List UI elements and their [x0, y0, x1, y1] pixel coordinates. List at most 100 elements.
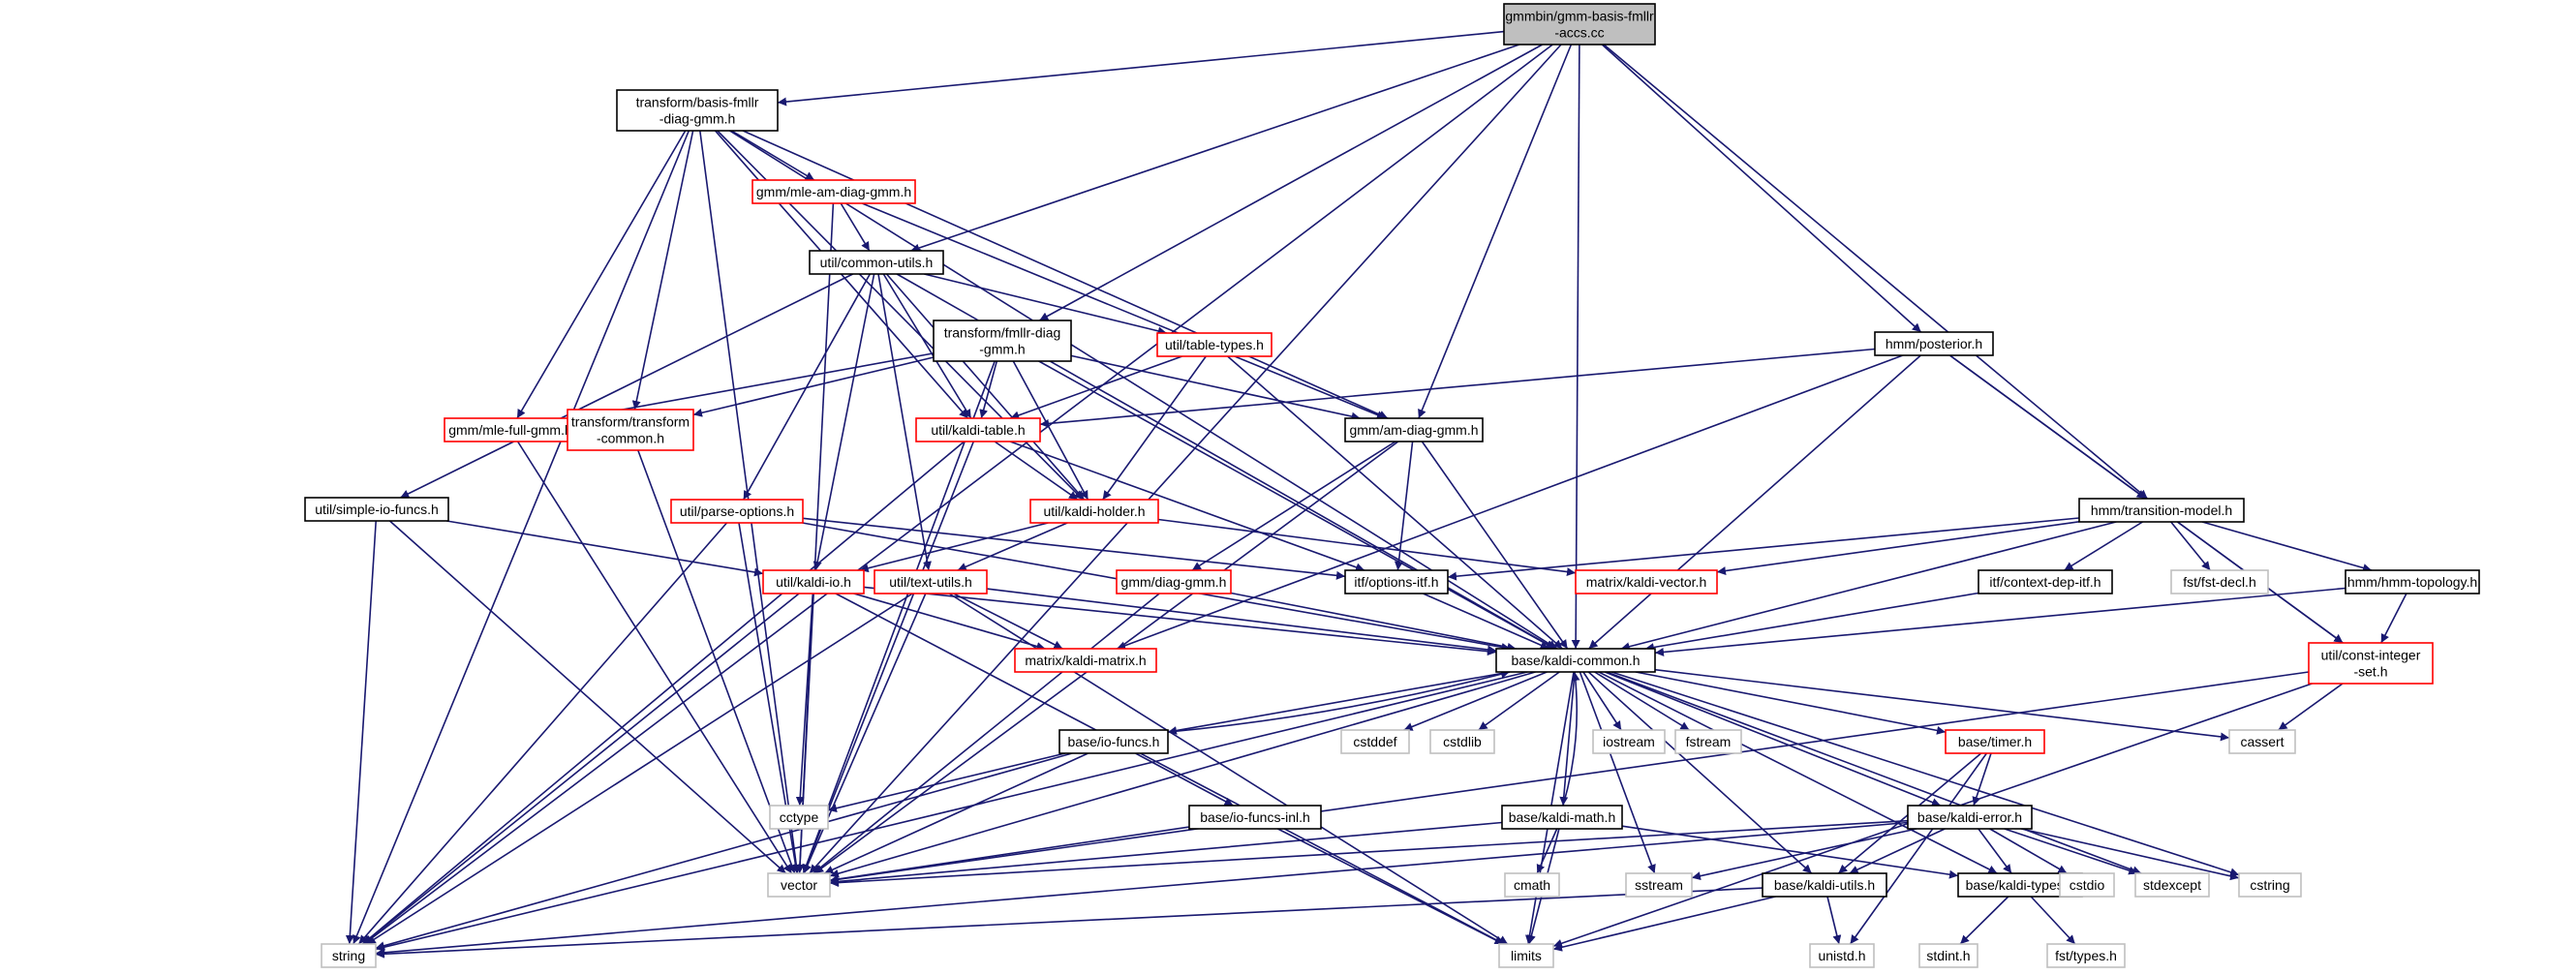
node-label: -gmm.h [979, 342, 1025, 357]
node-label: util/parse-options.h [680, 503, 794, 519]
node-constint[interactable]: util/const-integer-set.h [2308, 642, 2434, 685]
node-diaggmm[interactable]: gmm/diag-gmm.h [1116, 569, 1232, 594]
node-amdiag[interactable]: gmm/am-diag-gmm.h [1344, 417, 1484, 442]
node-transmodel[interactable]: hmm/transition-model.h [2078, 498, 2245, 523]
edge-kaldiutils-to-limits [1552, 896, 1776, 952]
node-sstream: sstream [1625, 872, 1693, 898]
node-textutils[interactable]: util/text-utils.h [874, 569, 988, 594]
node-iofuncs[interactable]: base/io-funcs.h [1058, 729, 1169, 754]
node-iofuncsinl[interactable]: base/io-funcs-inl.h [1188, 805, 1322, 830]
node-label: util/kaldi-table.h [931, 422, 1025, 438]
edge-iofuncs-to-kaldicommon [1167, 669, 1511, 733]
node-box [2238, 872, 2302, 898]
edge-kaldimath-to-vector [829, 821, 1503, 886]
edge-parseopts-to-string [357, 522, 728, 945]
edge-gmmbin-to-commonutils [910, 44, 1520, 253]
edge-timer-to-kaldierror [1972, 752, 1992, 807]
edge-kaldicommon-to-cassert [1654, 668, 2230, 742]
edge-posterior-to-kaldicommon [1588, 354, 1921, 650]
node-box [1188, 805, 1322, 830]
edge-kaldierror-to-cstring [2020, 828, 2240, 881]
node-timer[interactable]: base/timer.h [1945, 729, 2045, 754]
node-box [2345, 569, 2480, 594]
node-label: -common.h [597, 431, 664, 446]
node-kaldicommon[interactable]: base/kaldi-common.h [1495, 648, 1656, 673]
node-label: gmm/mle-am-diag-gmm.h [756, 184, 911, 199]
node-box [769, 805, 829, 830]
node-box [1625, 872, 1693, 898]
edge-optionsitf-to-kaldicommon [1423, 593, 1549, 650]
edge-fmllr-to-transcommon [692, 356, 935, 417]
node-box [1674, 729, 1742, 754]
node-string: string [321, 943, 377, 968]
edge-kaldierror-to-cstdio [1989, 828, 2068, 874]
node-box [1029, 499, 1159, 524]
edge-basis-to-string [353, 130, 690, 945]
node-tabletypes[interactable]: util/table-types.h [1156, 332, 1273, 357]
node-kaldiio[interactable]: util/kaldi-io.h [762, 569, 865, 594]
node-box [1874, 331, 1994, 356]
edge-basis-to-mlefull [516, 130, 687, 419]
node-cassert: cassert [2228, 729, 2296, 754]
node-optionsitf[interactable]: itf/options-itf.h [1344, 569, 1449, 594]
edge-posterior-to-kaldimatrix [1116, 354, 1904, 651]
node-box [874, 569, 988, 594]
node-label: matrix/kaldi-matrix.h [1025, 653, 1146, 668]
node-contextdep[interactable]: itf/context-dep-itf.h [1978, 569, 2113, 594]
node-box [1945, 729, 2045, 754]
edge-kaldiholder-to-textutils [957, 522, 1068, 571]
edge-tabletypes-to-kaldiholder [1102, 355, 1207, 501]
edge-commonutils-to-tabletypes [924, 273, 1167, 336]
edge-kaldicommon-to-cstddef [1403, 671, 1548, 731]
node-kaldierror[interactable]: base/kaldi-error.h [1907, 805, 2033, 830]
node-label: hmm/posterior.h [1886, 336, 1982, 351]
node-transcommon[interactable]: transform/transform-common.h [567, 409, 694, 451]
edge-kaldicommon-to-fstream [1594, 671, 1690, 731]
edge-kaldierror-to-string [375, 821, 1909, 958]
edge-iofuncs-to-cctype [827, 752, 1066, 813]
edge-kaldiutils-to-unistd [1826, 896, 1842, 945]
node-unistd: unistd.h [1809, 943, 1875, 968]
node-label: cstddef [1353, 734, 1396, 749]
edge-fmllr-to-kaldiholder [1012, 360, 1089, 501]
node-kaldimatrix[interactable]: matrix/kaldi-matrix.h [1014, 648, 1157, 673]
node-simpleio[interactable]: util/simple-io-funcs.h [304, 497, 449, 522]
node-hmmtopo[interactable]: hmm/hmm-topology.h [2345, 569, 2480, 594]
edge-contextdep-to-kaldicommon [1644, 592, 1979, 652]
node-kaldiholder[interactable]: util/kaldi-holder.h [1029, 499, 1159, 524]
node-posterior[interactable]: hmm/posterior.h [1874, 331, 1994, 356]
edge-textutils-to-kaldimatrix [953, 593, 1063, 650]
edge-transmodel-to-fstdecl [2170, 521, 2211, 571]
edge-gmmbin-to-transmodel [1603, 44, 2149, 500]
edge-amdiag-to-optionsitf [1394, 441, 1414, 571]
edge-kalditypes-to-stdint [1959, 896, 2009, 945]
edge-kaldimath-to-kaldicommon [1562, 671, 1580, 807]
node-commonutils[interactable]: util/common-utils.h [809, 250, 944, 275]
node-kaldiutils[interactable]: base/kaldi-utils.h [1762, 872, 1887, 898]
edge-kaldimath-to-kalditypes [1621, 825, 1959, 879]
node-label: cctype [780, 809, 819, 825]
node-label: util/simple-io-funcs.h [315, 502, 439, 517]
edge-kaldiholder-to-kaldivector [1157, 518, 1577, 577]
node-label: gmmbin/gmm-basis-fmllr [1505, 9, 1654, 24]
node-mlefull[interactable]: gmm/mle-full-gmm.h [444, 417, 577, 442]
node-fstream: fstream [1674, 729, 1742, 754]
node-label: util/const-integer [2321, 648, 2421, 663]
node-gmmbin[interactable]: gmmbin/gmm-basis-fmllr-accs.cc [1503, 3, 1656, 46]
edge-basis-to-transcommon [631, 130, 694, 411]
node-kalditable[interactable]: util/kaldi-table.h [915, 417, 1041, 442]
node-parseopts[interactable]: util/parse-options.h [670, 499, 804, 524]
edge-iofuncs-to-vector [824, 752, 1089, 874]
edge-kaldierror-to-stdexcept [2004, 828, 2138, 875]
node-box [2228, 729, 2296, 754]
edge-fmllr-to-amdiag [1070, 354, 1361, 421]
node-mleam[interactable]: gmm/mle-am-diag-gmm.h [751, 179, 916, 204]
node-kaldivector[interactable]: matrix/kaldi-vector.h [1575, 569, 1718, 594]
node-basis[interactable]: transform/basis-fmllr-diag-gmm.h [616, 89, 779, 132]
edge-kaldicommon-to-vector [829, 671, 1536, 878]
node-fmllr[interactable]: transform/fmllr-diag-gmm.h [933, 320, 1072, 362]
node-kaldimath[interactable]: base/kaldi-math.h [1501, 805, 1623, 830]
node-label: base/kaldi-common.h [1511, 653, 1640, 668]
node-box [1429, 729, 1495, 754]
node-label: util/kaldi-io.h [776, 574, 851, 590]
